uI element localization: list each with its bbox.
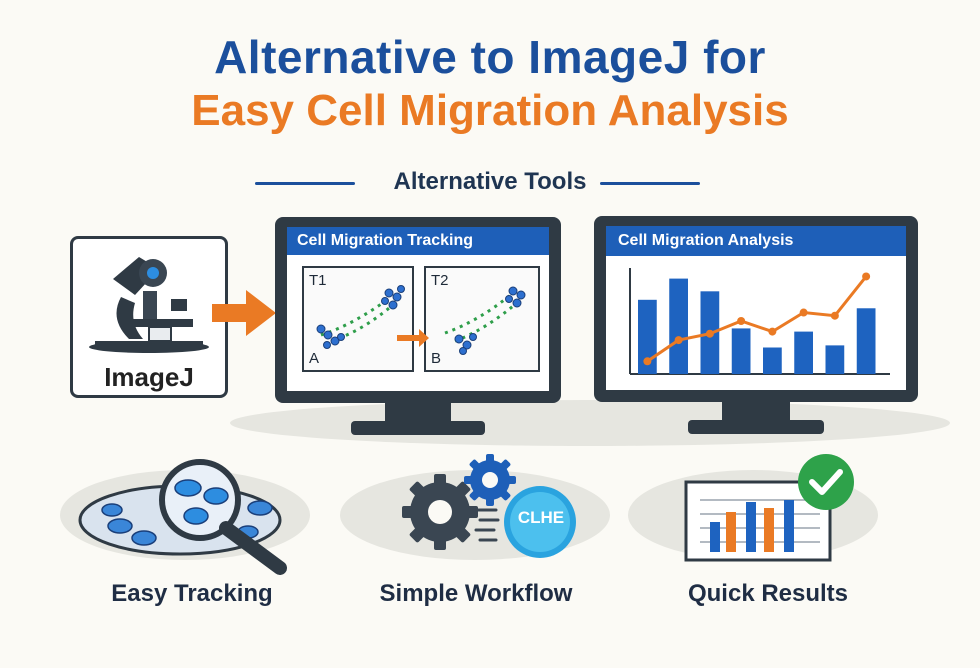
- main-subtitle: Easy Cell Migration Analysis: [191, 86, 789, 135]
- feature-easy-tracking: Easy Tracking: [111, 580, 273, 607]
- chart-bar: [669, 278, 688, 374]
- chart-bar: [794, 331, 813, 374]
- monitors-shadow: [230, 400, 950, 446]
- magnifier-cells-icon: [78, 459, 287, 575]
- chart-bar: [856, 308, 876, 374]
- microscope-icon: [89, 257, 209, 353]
- chart-point: [768, 327, 777, 336]
- chart-bar: [731, 328, 751, 374]
- chart-point: [799, 308, 808, 317]
- chart-point: [643, 357, 652, 366]
- chart-trend-line: [646, 275, 868, 363]
- main-title: Alternative to ImageJ for: [214, 31, 766, 83]
- results-chart-icon: [684, 454, 854, 562]
- panel-b-label: B: [431, 350, 442, 367]
- section-rule-right: [600, 182, 700, 185]
- arrow-right-icon: [212, 290, 276, 336]
- panel-t1-label: T1: [309, 272, 327, 289]
- workflow-badge: CLHE: [517, 508, 565, 527]
- chart-bar: [825, 345, 845, 374]
- chart-point: [737, 317, 746, 325]
- monitor-tracking: [275, 217, 561, 435]
- panel-t2-label: T2: [431, 272, 449, 289]
- analysis-chart: [629, 268, 890, 375]
- chart-point: [862, 272, 871, 281]
- chart-bar: [763, 347, 782, 374]
- chart-point: [674, 336, 683, 345]
- monitor-analysis: [594, 216, 918, 434]
- imagej-label: ImageJ: [104, 362, 194, 392]
- panel-a-label: A: [309, 350, 320, 367]
- section-heading: Alternative Tools: [393, 168, 587, 195]
- feature-simple-workflow: Simple Workflow: [379, 580, 573, 607]
- chart-point: [705, 329, 714, 338]
- section-rule-left: [255, 182, 355, 185]
- monitor1-title: Cell Migration Tracking: [297, 232, 474, 249]
- feature-quick-results: Quick Results: [687, 580, 849, 607]
- monitor2-title: Cell Migration Analysis: [618, 232, 794, 249]
- imagej-card: [70, 236, 228, 398]
- chart-point: [830, 311, 839, 320]
- gears-icon: [402, 454, 576, 558]
- chart-bar: [638, 299, 657, 374]
